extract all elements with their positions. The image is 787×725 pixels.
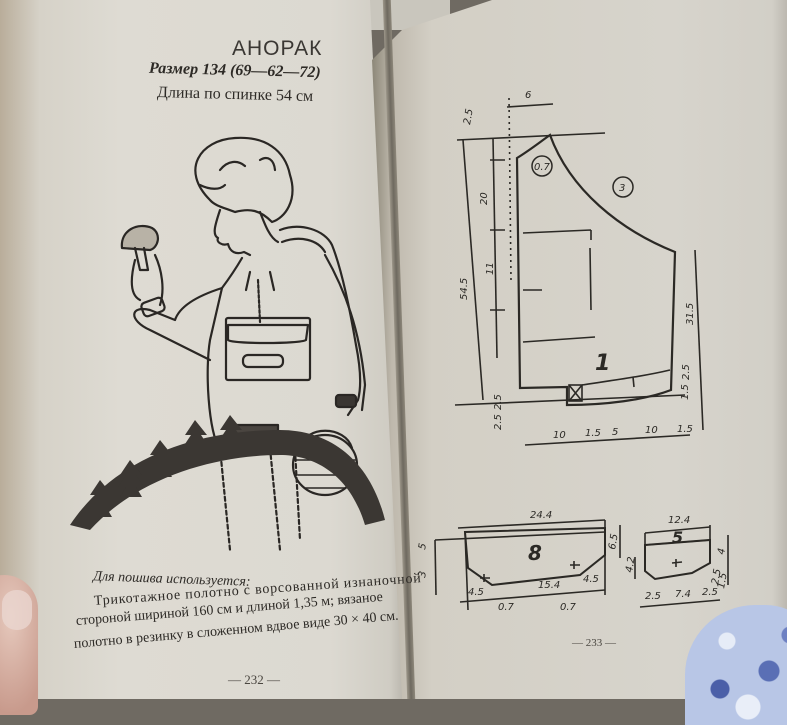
dim-upper-left: 20: [479, 192, 490, 205]
dim-bottom-4: 10: [645, 425, 658, 436]
anorak-illustration: [70, 136, 385, 552]
dim-8-right-1: 6.5: [607, 533, 621, 551]
right-page: [372, 0, 787, 699]
dim-bottom-left-2: 2.5: [493, 414, 504, 430]
thumbnail: [2, 590, 32, 630]
left-page: [0, 0, 405, 699]
pattern-piece-8: 24.4 5 3 6.5 4.5 15.4 4.5 0.7 0.7 8: [417, 510, 621, 613]
dim-5-bottom-2: 7.4: [675, 589, 691, 600]
dim-8-left-1: 5: [417, 542, 429, 550]
dim-5-bottom-3: 2.5: [702, 587, 718, 598]
dim-bottom-1: 10: [553, 430, 566, 441]
dim-right-lower-1: 2.5: [681, 364, 692, 380]
dim-8-offset-left: 0.7: [498, 602, 515, 613]
piece-number-5: 5: [672, 528, 683, 547]
dim-side-height: 31.5: [685, 303, 696, 325]
dim-5-right-1: 4: [716, 547, 728, 555]
dim-5-bottom-1: 2.5: [645, 591, 661, 602]
circled-label-neck: 0.7: [534, 162, 551, 173]
dim-5-left: 4.2: [624, 556, 638, 574]
dim-8-bottom: 15.4: [538, 580, 560, 591]
garment-title: АНОРАК: [232, 37, 323, 60]
pattern-piece-5: 12.4 4.2 4 2.5 1.5 2.5 7.4 2.5 5: [624, 515, 730, 608]
dim-bottom-left-1: 2.5: [493, 394, 504, 410]
dim-5-top: 12.4: [668, 515, 690, 526]
dim-8-bevel-left: 4.5: [468, 587, 484, 598]
piece-number-8: 8: [528, 541, 542, 565]
dim-bottom-3: 5: [612, 427, 618, 438]
dim-neck-drop: 2.5: [462, 108, 476, 126]
dim-5-right-3: 1.5: [716, 572, 730, 590]
dim-5-right-2: 2.5: [710, 568, 724, 586]
circled-label-sleeve: 3: [619, 183, 625, 194]
dim-8-top: 24.4: [530, 510, 552, 521]
dim-total-height: 54.5: [459, 278, 470, 300]
dim-bottom-2: 1.5: [585, 428, 601, 439]
dim-bottom-5: 1.5: [677, 424, 693, 435]
piece-number-1: 1: [595, 351, 610, 376]
dim-8-bevel-right: 4.5: [583, 574, 599, 585]
dim-top-width: 6: [525, 90, 531, 101]
pattern-piece-1: 6 2.5 20 11 54.5 31.5 2.5 1.5 2.5 2.5 10…: [454, 90, 704, 446]
page-number-right: — 233 —: [572, 637, 616, 649]
dim-8-left-2: 3: [417, 570, 429, 578]
page-number-left: — 232 —: [228, 672, 280, 687]
dim-8-offset-right: 0.7: [560, 602, 577, 613]
dim-right-lower-2: 1.5: [680, 384, 691, 400]
dim-mid-left: 11: [485, 262, 496, 275]
